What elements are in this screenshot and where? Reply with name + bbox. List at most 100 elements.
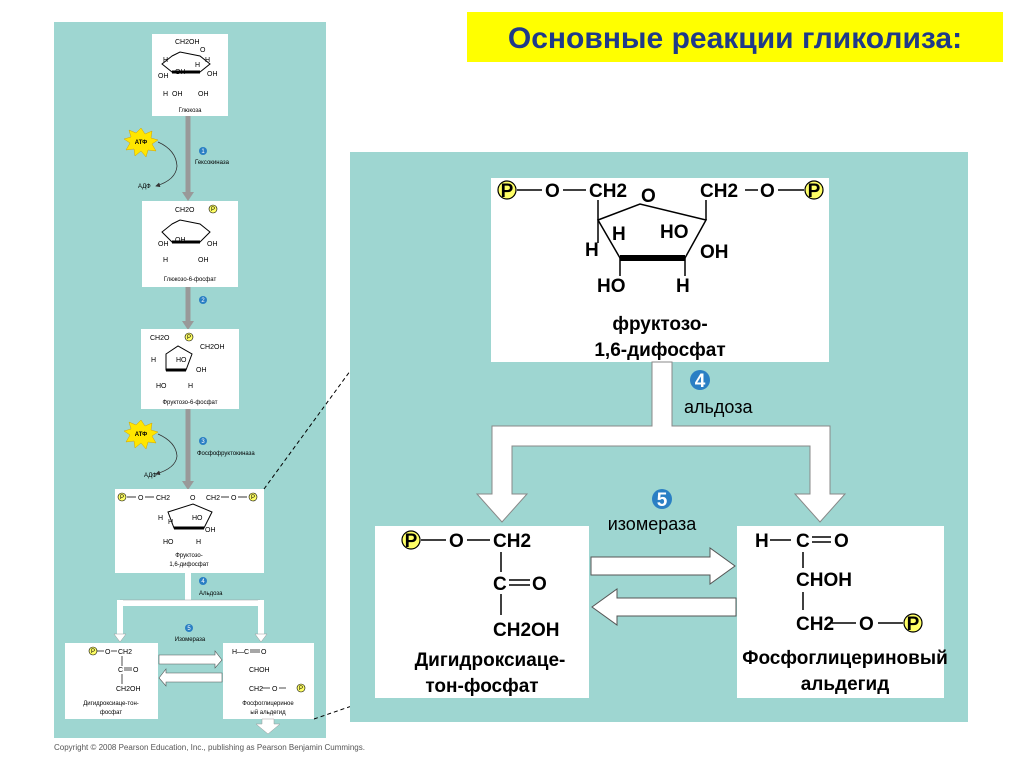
svg-text:Дигидроксиаце-тон-: Дигидроксиаце-тон- <box>83 701 139 707</box>
svg-text:изомераза: изомераза <box>608 514 698 534</box>
page-title: Основные реакции гликолиза: <box>508 22 962 55</box>
dhap-box-large: P O CH2 C O CH2OH Дигидроксиаце- тон-фос… <box>375 526 589 698</box>
atp-starburst-1: АТФ <box>123 127 159 158</box>
svg-text:Фосфофруктокиназа: Фосфофруктокиназа <box>197 451 255 457</box>
svg-text:O: O <box>532 574 547 595</box>
svg-text:CH2OH: CH2OH <box>116 686 141 693</box>
svg-text:H: H <box>151 357 156 364</box>
svg-text:O: O <box>449 531 464 552</box>
svg-text:Глюкозо-6-фосфат: Глюкозо-6-фосфат <box>164 277 217 283</box>
svg-text:C: C <box>493 574 507 595</box>
g3p-box-large: H C O CHOH CH2 O P Фосфоглицериновый аль… <box>737 526 948 698</box>
fructose-bisphosphate-box-small: P O CH2 O CH2 O P H H HO OH HO H Фруктоз… <box>115 489 264 573</box>
svg-text:H: H <box>188 383 193 390</box>
svg-text:HO: HO <box>176 357 187 364</box>
svg-text:HO: HO <box>192 515 203 522</box>
svg-text:АТФ: АТФ <box>135 140 148 146</box>
svg-text:Дигидроксиаце-: Дигидроксиаце- <box>415 650 566 671</box>
svg-text:H: H <box>163 257 168 264</box>
svg-text:P: P <box>299 686 303 692</box>
svg-text:C: C <box>796 531 810 552</box>
svg-text:P: P <box>251 495 255 501</box>
svg-text:АДФ: АДФ <box>144 473 157 479</box>
svg-text:OH: OH <box>196 367 207 374</box>
svg-text:HO: HO <box>156 383 167 390</box>
svg-text:OH: OH <box>158 73 169 80</box>
svg-text:P: P <box>405 531 418 552</box>
svg-text:OH: OH <box>175 237 186 244</box>
svg-text:CH2: CH2 <box>206 495 220 502</box>
atp-starburst-2: АТФ <box>123 419 159 450</box>
svg-text:фосфат: фосфат <box>100 710 122 716</box>
svg-text:O: O <box>261 649 267 656</box>
svg-text:O: O <box>138 495 144 502</box>
svg-text:CH2: CH2 <box>589 181 627 202</box>
svg-text:Фруктозо-6-фосфат: Фруктозо-6-фосфат <box>163 400 218 406</box>
svg-text:OH: OH <box>700 242 729 263</box>
copyright-text: Copyright © 2008 Pearson Education, Inc.… <box>54 743 365 752</box>
zoom-line-bottom <box>313 697 376 720</box>
svg-text:3: 3 <box>201 439 205 445</box>
svg-text:O: O <box>859 614 874 635</box>
svg-text:H: H <box>168 519 173 526</box>
svg-text:P: P <box>91 649 95 655</box>
svg-text:CH2: CH2 <box>796 614 834 635</box>
svg-text:CH2: CH2 <box>118 649 132 656</box>
svg-text:Глюкоза: Глюкоза <box>179 108 203 114</box>
svg-text:O: O <box>231 495 237 502</box>
glucose-box: CH2OH O H H OH OH H OH H OH OH Глюкоза <box>152 34 228 116</box>
svg-text:CH2: CH2 <box>700 181 738 202</box>
svg-text:Гексокиназа: Гексокиназа <box>195 160 230 166</box>
svg-text:CH2: CH2 <box>156 495 170 502</box>
phosphate-icon <box>497 180 517 200</box>
svg-text:P: P <box>907 614 920 635</box>
svg-text:O: O <box>760 181 775 202</box>
step-4-badge <box>690 370 710 390</box>
svg-text:H: H <box>612 224 626 245</box>
step-5-badge-small <box>185 624 193 632</box>
svg-text:C: C <box>118 667 123 674</box>
svg-text:CH2OH: CH2OH <box>200 344 225 351</box>
aldolase-split-arrow <box>475 361 847 523</box>
isomerase-forward-arrow <box>590 547 736 585</box>
svg-text:OH: OH <box>172 91 183 98</box>
svg-text:Фосфоглицериновый: Фосфоглицериновый <box>742 648 948 669</box>
dhap-box-small: P O CH2 C O CH2OH Дигидроксиаце-тон- фос… <box>65 643 158 719</box>
svg-text:O: O <box>105 649 111 656</box>
svg-text:OH: OH <box>198 91 209 98</box>
svg-text:O: O <box>641 186 656 207</box>
svg-text:H: H <box>755 531 769 552</box>
svg-text:альдоза: альдоза <box>684 397 753 417</box>
svg-text:OH: OH <box>198 257 209 264</box>
svg-text:OH: OH <box>205 527 216 534</box>
svg-text:H: H <box>196 539 201 546</box>
svg-text:H: H <box>158 515 163 522</box>
glucose-6-phosphate-box: CH2O P OH OH OH H OH Глюкозо-6-фосфат <box>142 201 238 287</box>
svg-text:HO: HO <box>660 222 689 243</box>
svg-text:CHOH: CHOH <box>249 667 270 674</box>
svg-text:ый альдегид: ый альдегид <box>250 709 286 716</box>
isomerase-reverse-arrow <box>591 588 737 626</box>
svg-text:CHOH: CHOH <box>796 570 852 591</box>
svg-text:CH2O: CH2O <box>150 335 170 342</box>
svg-text:O: O <box>834 531 849 552</box>
svg-text:P: P <box>211 207 215 213</box>
svg-text:P: P <box>120 495 124 501</box>
svg-text:O: O <box>272 686 278 693</box>
svg-text:CH2O: CH2O <box>175 207 195 214</box>
step-5-badge <box>652 489 672 509</box>
svg-text:1,6-дифосфат: 1,6-дифосфат <box>169 562 209 568</box>
step-2-badge <box>199 296 207 304</box>
svg-text:1,6-дифосфат: 1,6-дифосфат <box>594 340 725 361</box>
svg-text:H—C: H—C <box>232 649 249 656</box>
svg-text:5: 5 <box>187 626 191 632</box>
svg-text:1: 1 <box>201 149 205 155</box>
svg-text:OH: OH <box>175 69 186 76</box>
svg-text:P: P <box>187 335 191 341</box>
title-banner <box>467 12 1003 62</box>
svg-text:Фруктозо-: Фруктозо- <box>175 553 203 559</box>
svg-text:5: 5 <box>657 490 668 511</box>
phosphate-icon <box>401 530 421 550</box>
svg-text:АДФ: АДФ <box>138 184 151 190</box>
